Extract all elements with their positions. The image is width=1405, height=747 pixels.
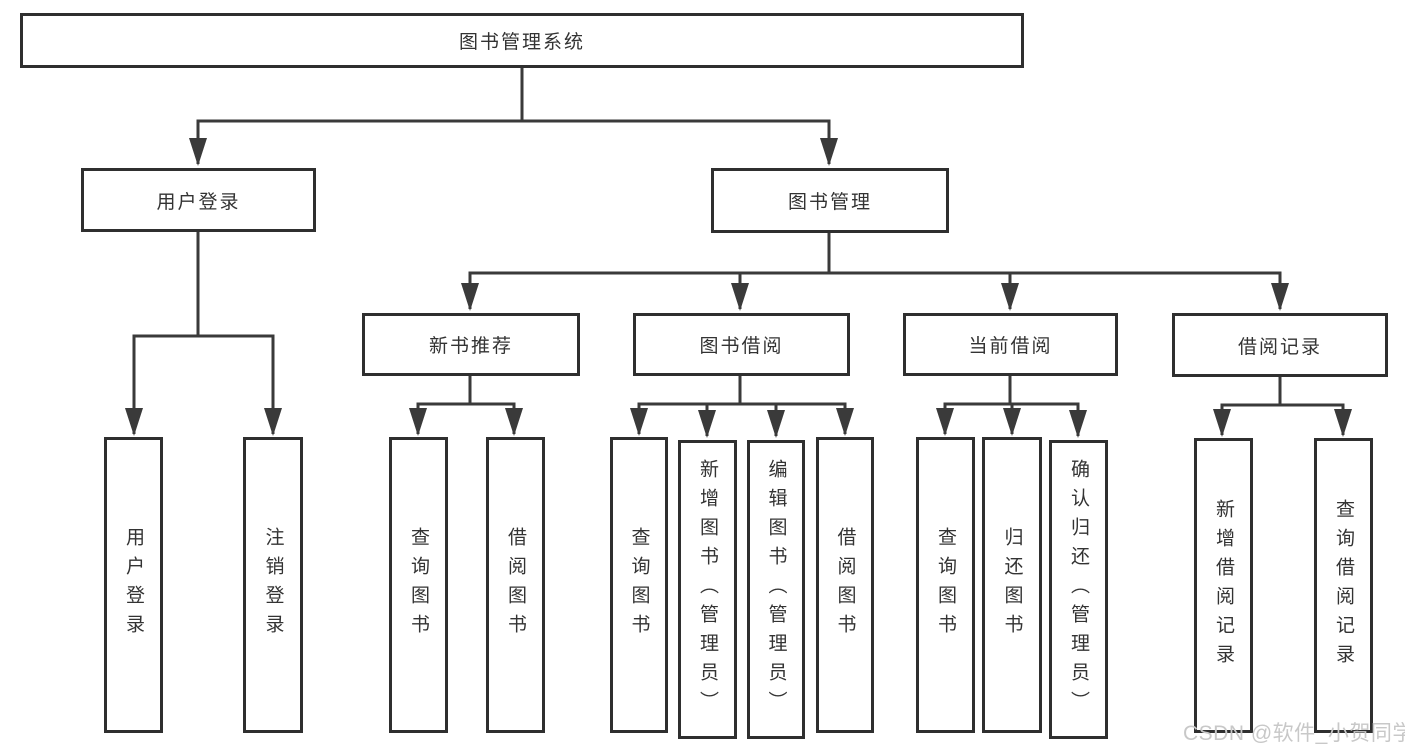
node-label: 确认归还（管理员） <box>1068 459 1089 720</box>
node-label: 查询图书 <box>628 527 650 643</box>
node-leaf-br-add: 新增借阅记录 <box>1194 438 1253 733</box>
node-root: 图书管理系统 <box>20 13 1024 68</box>
node-label: 用户登录 <box>156 191 241 213</box>
node-label: 新增借阅记录 <box>1213 498 1234 673</box>
node-label: 图书借阅 <box>699 336 784 357</box>
node-label: 新书推荐 <box>428 336 513 357</box>
node-leaf-logout: 注销登录 <box>243 437 303 733</box>
node-leaf-bb-query: 查询图书 <box>610 437 668 733</box>
node-user-login: 用户登录 <box>81 168 316 232</box>
node-leaf-nb-query: 查询图书 <box>389 437 448 733</box>
node-new-book-rec: 新书推荐 <box>362 313 580 376</box>
node-label: 查询图书 <box>935 527 956 643</box>
node-label: 归还图书 <box>1001 527 1023 643</box>
node-leaf-cb-confirm: 确认归还（管理员） <box>1049 440 1108 739</box>
node-leaf-user-login: 用户登录 <box>104 437 163 733</box>
node-book-mgmt: 图书管理 <box>711 168 949 233</box>
node-label: 编辑图书（管理员） <box>765 459 787 720</box>
node-label: 查询图书 <box>408 527 429 643</box>
node-leaf-bb-add: 新增图书（管理员） <box>678 440 737 739</box>
node-label: 借阅图书 <box>834 527 856 643</box>
watermark: CSDN @软件_小贺同学 <box>1183 722 1405 745</box>
node-label: 图书管理 <box>787 192 872 213</box>
node-leaf-br-query: 查询借阅记录 <box>1314 438 1373 733</box>
node-leaf-bb-edit: 编辑图书（管理员） <box>747 440 805 739</box>
node-leaf-cb-return: 归还图书 <box>982 437 1042 733</box>
node-book-borrow: 图书借阅 <box>633 313 850 376</box>
node-label: 新增图书（管理员） <box>697 459 718 720</box>
node-label: 注销登录 <box>262 527 284 643</box>
node-label: 当前借阅 <box>968 336 1053 357</box>
node-label: 借阅图书 <box>505 527 526 643</box>
node-leaf-cb-query: 查询图书 <box>916 437 975 733</box>
node-leaf-bb-borrow: 借阅图书 <box>816 437 874 733</box>
node-leaf-nb-borrow: 借阅图书 <box>486 437 545 733</box>
node-current-borrow: 当前借阅 <box>903 313 1118 376</box>
node-label: 借阅记录 <box>1237 336 1322 358</box>
node-borrow-record: 借阅记录 <box>1172 313 1388 377</box>
node-label: 用户登录 <box>123 527 144 643</box>
node-label: 查询借阅记录 <box>1333 498 1354 673</box>
node-label: 图书管理系统 <box>458 32 585 53</box>
